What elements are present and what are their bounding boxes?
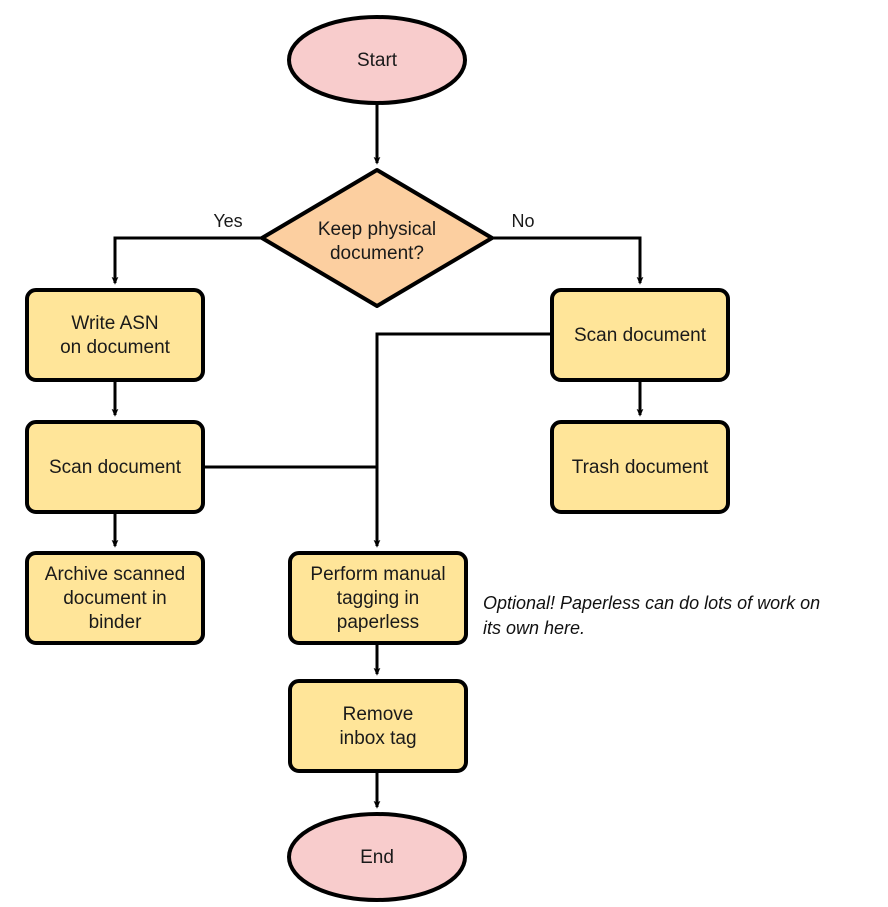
edge-decision-no-to-scan-right	[492, 236, 644, 285]
remove-inbox-tag-label-line-1: Remove	[343, 704, 414, 725]
decision-diamond[interactable]	[260, 168, 494, 308]
scan-document-left-label: Scan document	[49, 457, 182, 478]
edge-decision-yes-to-write-asn	[111, 236, 262, 285]
archive-binder-label-line-1: Archive scanned	[45, 564, 185, 585]
write-asn-label-line-2: on document	[60, 337, 171, 358]
manual-tagging-label-line-3: paperless	[337, 612, 419, 633]
optional-note-line-1: Optional! Paperless can do lots of work …	[483, 593, 820, 613]
archive-binder-label-line-3: binder	[89, 612, 142, 633]
end-label: End	[360, 847, 394, 868]
start-ellipse[interactable]	[287, 15, 467, 105]
node-trash-document[interactable]: Trash document	[550, 420, 730, 514]
node-decision-keep-physical[interactable]: Keep physical document?	[260, 168, 494, 308]
node-scan-document-left[interactable]: Scan document	[25, 420, 205, 514]
node-manual-tagging[interactable]: Perform manual tagging in paperless	[288, 551, 468, 645]
annotation-optional-note: Optional! Paperless can do lots of work …	[483, 593, 820, 638]
node-remove-inbox-tag[interactable]: Remove inbox tag	[288, 679, 468, 773]
node-end[interactable]: End	[287, 812, 467, 902]
decision-label-line-1: Keep physical	[318, 219, 436, 240]
manual-tagging-label-line-1: Perform manual	[310, 564, 445, 585]
manual-tagging-box[interactable]	[288, 551, 468, 645]
scan-document-right-box[interactable]	[550, 288, 730, 382]
trash-document-label: Trash document	[572, 457, 709, 478]
node-archive-binder[interactable]: Archive scanned document in binder	[25, 551, 205, 645]
scan-document-left-box[interactable]	[25, 420, 205, 514]
manual-tagging-label-line-2: tagging in	[337, 588, 419, 609]
node-start[interactable]: Start	[287, 15, 467, 105]
remove-inbox-tag-label-line-2: inbox tag	[339, 728, 416, 749]
archive-binder-box[interactable]	[25, 551, 205, 645]
write-asn-box[interactable]	[25, 288, 205, 382]
node-write-asn[interactable]: Write ASN on document	[25, 288, 205, 382]
edge-label-no: No	[511, 211, 534, 231]
optional-note-line-2: its own here.	[483, 618, 585, 638]
trash-document-box[interactable]	[550, 420, 730, 514]
edge-label-yes: Yes	[213, 211, 242, 231]
remove-inbox-tag-box[interactable]	[288, 679, 468, 773]
decision-label-line-2: document?	[330, 243, 424, 264]
start-label: Start	[357, 50, 398, 71]
archive-binder-label-line-2: document in	[63, 588, 167, 609]
node-scan-document-right[interactable]: Scan document	[550, 288, 730, 382]
edge-scan-right-to-tagging	[375, 332, 552, 546]
end-ellipse[interactable]	[287, 812, 467, 902]
write-asn-label-line-1: Write ASN	[71, 313, 158, 334]
scan-document-right-label: Scan document	[574, 325, 707, 346]
connector-layer	[111, 103, 644, 809]
